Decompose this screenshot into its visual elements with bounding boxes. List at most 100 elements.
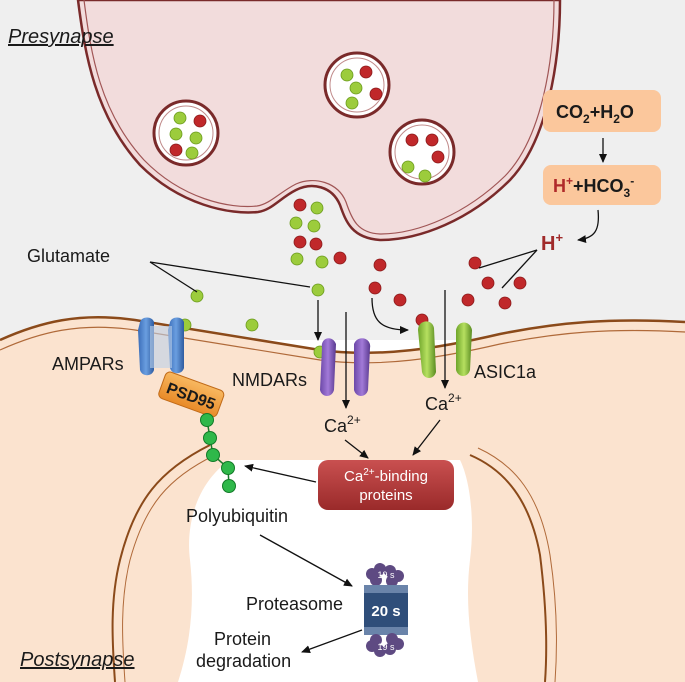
protein-degradation-line-1: Protein [214,629,271,649]
proton-particle-28 [461,293,475,307]
proton-to-asic-arrow [371,297,409,334]
glutamate-label: Glutamate [27,246,110,266]
o-text: O [620,102,634,122]
ubiquitin-to-proteasome-arrow [259,534,353,587]
capBot-subunit-4 [370,634,382,646]
proton-particle-16 [293,198,307,212]
proton-pointer-2 [501,249,538,289]
glutamate-pointer-2 [149,261,311,288]
ca-binding-proteins-box: Ca2+-binding proteins [318,460,454,510]
polyubiquitin-label: Polyubiquitin [186,506,288,526]
binding-line-1: Ca2+-binding [344,467,428,485]
ampars-label: AMPARs [52,354,124,374]
glutamate-pointer-1 [149,261,198,293]
ubiquitin-bead-0 [200,413,214,427]
glutamate-particle-14 [401,160,415,174]
co2-sub: 2 [583,112,590,126]
protein-degradation-line-2: degradation [196,651,291,671]
glutamate-particle-2 [169,127,183,141]
proton-particle-20 [293,235,307,249]
proton-particle-32 [393,293,407,307]
postsynapse-label: Postsynapse [20,649,135,671]
glutamate-particle-19 [307,219,321,233]
proton-particle-13 [431,150,445,164]
proteasome-core-label: 20 s [371,603,400,620]
ca-label-nmdar: Ca2+ [324,413,361,436]
glutamate-particle-0 [173,111,187,125]
capTop-label: 19 s [377,570,395,580]
proton-particle-12 [425,133,439,147]
glutamate-particle-34 [190,289,204,303]
glutamate-particle-37 [311,283,325,297]
h-text: H [553,176,566,196]
svg-text:CO2+H2O: CO2+H2O [556,102,634,126]
proteasome-label: Proteasome [246,594,343,614]
hco3-text: +HCO [573,176,624,196]
proton-particle-11 [405,133,419,147]
binding-line-2: proteins [359,487,412,504]
glutamate-particle-10 [345,96,359,110]
postsynaptic-spine [0,317,685,682]
proton-particle-21 [309,237,323,251]
co2-text: CO [556,102,583,122]
glutamate-particle-22 [290,252,304,266]
proton-particle-7 [359,65,373,79]
proton-particle-4 [169,143,183,157]
hco3-sub: 3 [624,186,631,200]
proton-particle-26 [468,256,482,270]
vesicle-1 [152,99,220,167]
proton-particle-1 [193,114,207,128]
proton-pointer-1 [478,249,538,269]
capTop-subunit-1 [374,563,386,575]
capBot-label: 19 s [377,642,395,652]
binding-to-ubiquitin-arrow [244,463,317,483]
glutamate-particle-36 [245,318,259,332]
ampar-receptor [138,317,184,376]
proteasome-to-degradation-arrow [301,629,363,654]
h2o-sub: 2 [613,112,620,126]
proteasome: 19 s 20 s 19 s [364,563,408,657]
ca-label-asic: Ca2+ [425,391,462,414]
asic1a-label: ASIC1a [474,362,537,382]
capTop-subunit-5 [386,575,398,587]
proton-particle-27 [481,276,495,290]
glutamate-particle-15 [418,169,432,183]
nmdars-label: NMDARs [232,370,307,390]
ubiquitin-bead-2 [206,448,220,462]
capTop-subunit-4 [370,574,382,586]
co2-box: CO2+H2O [543,90,661,132]
ca-to-binding-arrow-1 [344,439,369,459]
proton-particle-9 [369,87,383,101]
hco3-to-proton-arrow [577,209,600,244]
ubiquitin-bead-3 [221,461,235,475]
proton-particle-25 [373,258,387,272]
glutamate-particle-3 [189,131,203,145]
ubiquitin-bead-1 [203,431,217,445]
ca-to-binding-arrow-2 [412,419,441,456]
proton-particle-30 [513,276,527,290]
glutamate-particle-23 [315,255,329,269]
glutamate-particle-6 [340,68,354,82]
hco3-sup: - [630,174,634,188]
proton-particle-29 [498,296,512,310]
glutamate-particle-18 [289,216,303,230]
proton-particle-31 [368,281,382,295]
hco3-box: H++HCO3- [543,165,661,205]
presynapse-label: Presynapse [8,26,114,48]
nmdar-receptor [320,338,371,396]
asic1a-receptor [418,321,472,378]
h2o-text: +H [590,102,614,122]
glutamate-particle-17 [310,201,324,215]
polyubiquitin-chain [200,413,236,493]
ubiquitin-bead-4 [222,479,236,493]
svg-text:H++HCO3-: H++HCO3- [553,174,634,200]
proton-particle-24 [333,251,347,265]
glutamate-particle-8 [349,81,363,95]
capBot-subunit-1 [374,645,386,657]
h-sup: + [566,174,573,188]
proton-label: H+ [541,230,563,255]
glutamate-particle-5 [185,146,199,160]
capBot-subunit-5 [386,633,398,645]
